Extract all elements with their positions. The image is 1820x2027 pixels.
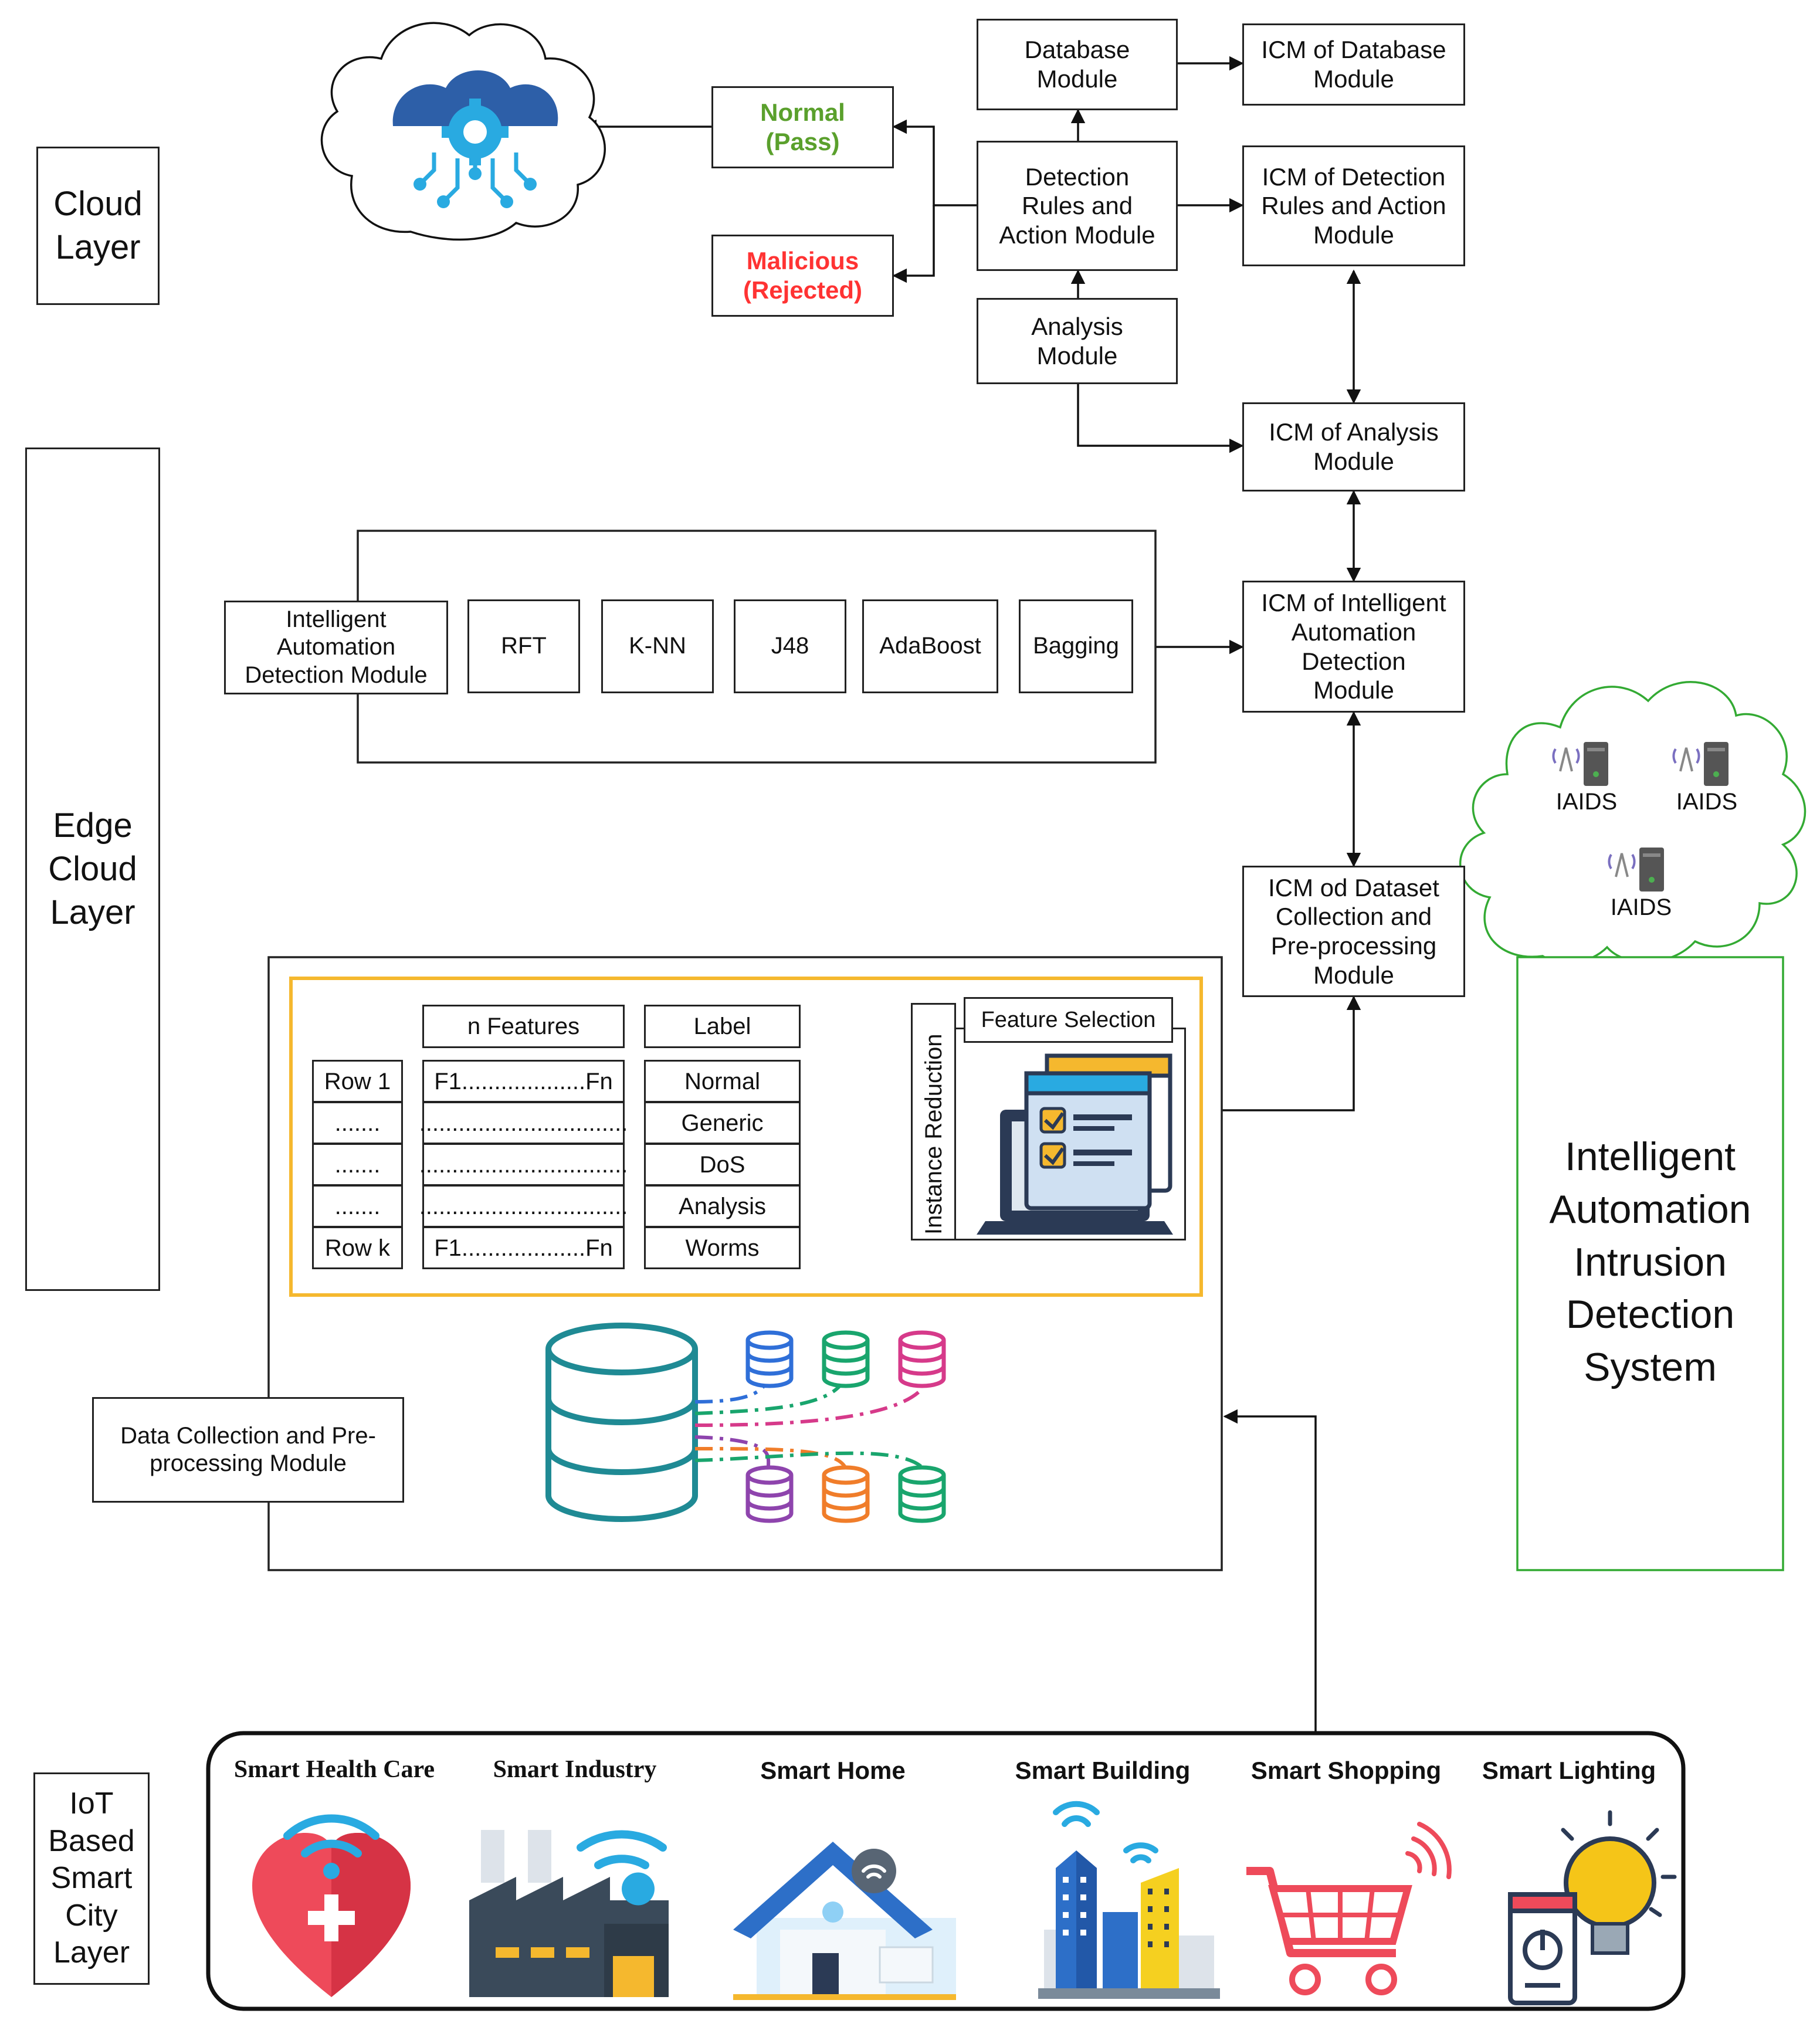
algo-j48: J48 [734,599,846,693]
cart-wifi-icon [1246,1822,1452,1995]
iaids-node-label: IAIDS [1555,789,1618,815]
normal-pass-box: Normal (Pass) [711,86,894,168]
feature-cell: F1...................Fn [422,1060,625,1103]
arrow-iot-to-data [1223,1409,1317,1733]
icm-intelligent-module: ICM of Intelligent Automation Detection … [1242,581,1465,713]
label-cell: Analysis [644,1185,801,1228]
iaids-system-title: Intelligent Automation Intrusion Detecti… [1549,1134,1751,1389]
cloud-layer-label: Cloud Layer [36,147,160,305]
instance-reduction-box [911,1003,956,1240]
label-cell: Normal [644,1060,801,1103]
feature-cell: ................................ [419,1143,628,1186]
algo-bagging: Bagging [1019,599,1133,693]
icm-detection-rules-module: ICM of Detection Rules and Action Module [1242,145,1465,266]
iaids-node-label: IAIDS [1676,789,1738,815]
bulb-phone-icon [1508,1810,1677,2005]
table-row: ....... [312,1143,403,1186]
arrow-to-normal [892,119,977,206]
feature-cell: F1...................Fn [422,1226,625,1269]
label-cell: DoS [644,1143,801,1186]
arrow-data-to-icm [1222,995,1361,1111]
table-row: ....... [312,1101,403,1144]
iot-layer-label: IoT Based Smart City Layer [33,1772,150,1985]
data-collection-module: Data Collection and Pre- processing Modu… [92,1397,404,1503]
feature-cell: ................................ [419,1101,628,1144]
iot-label-shopping: Smart Shopping [1250,1757,1442,1784]
label-cell: Generic [644,1101,801,1144]
factory-wifi-icon [469,1830,669,1997]
buildings-wifi-icon [1038,1801,1220,1999]
analysis-module: Analysis Module [977,298,1178,384]
house-wifi-icon [733,1842,956,2000]
table-row: Row k [312,1226,403,1269]
iaids-system-box [1516,956,1784,1571]
iad-module-box: Intelligent Automation Detection Module [224,601,448,694]
iot-container [206,1731,1686,2011]
table-row: Row 1 [312,1060,403,1103]
iot-label-lighting: Smart Lighting [1482,1757,1656,1784]
detection-rules-module: Detection Rules and Action Module [977,141,1178,271]
label-header: Label [644,1005,801,1048]
edge-layer-label: Edge Cloud Layer [25,448,160,1291]
icm-analysis-module: ICM of Analysis Module [1242,402,1465,492]
label-cell: Worms [644,1226,801,1269]
database-hub-icon [545,1323,946,1523]
checklist-laptop-icon [977,1053,1173,1235]
algo-adaboost: AdaBoost [862,599,998,693]
table-row: ....... [312,1185,403,1228]
iaids-node-label: IAIDS [1610,894,1672,920]
heart-wifi-icon [252,1814,411,1997]
iot-label-health: Smart Health Care [233,1756,435,1783]
feature-selection-panel [954,1028,1186,1240]
data-container [267,956,1223,1571]
icm-database-module: ICM of Database Module [1242,23,1465,106]
arrow-to-malicious [892,205,935,283]
algo-rft: RFT [467,599,580,693]
feature-cell: ................................ [419,1185,628,1228]
iaids-cloud [1459,681,1807,964]
cloud-gear-circuit-icon [320,22,606,241]
server-antenna-icon [1552,742,1729,892]
malicious-rejected-box: Malicious (Rejected) [711,235,894,317]
iot-label-building: Smart Building [1015,1757,1191,1784]
feature-selection-label: Feature Selection [964,997,1173,1043]
algo-knn: K-NN [601,599,714,693]
iot-label-industry: Smart Industry [493,1756,657,1783]
icm-dataset-module: ICM od Dataset Collection and Pre-proces… [1242,866,1465,997]
iot-label-home: Smart Home [760,1757,906,1784]
arrow-analysis-to-icm [1077,384,1244,453]
features-header: n Features [422,1005,625,1048]
instance-reduction-label: Instance Reduction [921,1034,947,1235]
database-module: Database Module [977,19,1178,110]
dataset-highlight [289,977,1203,1297]
